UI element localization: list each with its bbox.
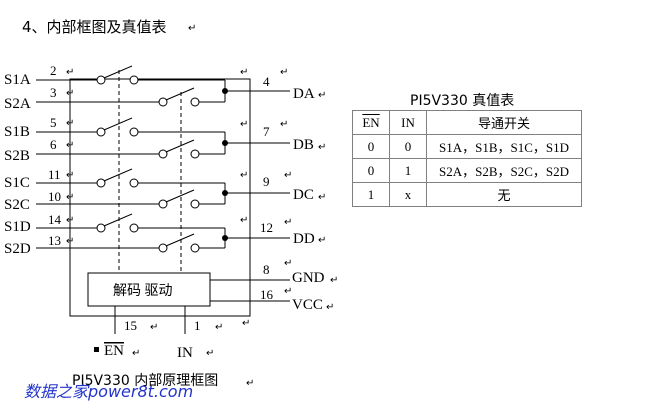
- svg-text:↵: ↵: [318, 142, 326, 153]
- cell-en: 0: [352, 158, 390, 183]
- pin-label-in: IN: [177, 345, 193, 361]
- diagram-caption: PI5V330 内部原理框图: [72, 373, 219, 389]
- pin-number-2: 2: [50, 63, 57, 78]
- pin-label-s1b: S1B: [4, 124, 30, 140]
- svg-text:↵: ↵: [66, 67, 74, 78]
- pin-number-15: 15: [124, 318, 137, 333]
- pin-number-1: 1: [194, 318, 201, 333]
- pin-number-8: 8: [263, 262, 270, 277]
- cell-in: x: [389, 182, 427, 207]
- pin-label-s1c: S1C: [4, 175, 30, 191]
- truth-table-title: PI5V330 真值表: [410, 93, 515, 109]
- svg-text:↵: ↵: [66, 192, 74, 203]
- svg-text:↵: ↵: [326, 302, 334, 313]
- svg-text:↵: ↵: [330, 275, 338, 286]
- svg-text:↵: ↵: [188, 23, 196, 34]
- pin-label-dc: DC: [293, 187, 314, 203]
- header-switch: 导通开关: [426, 110, 582, 135]
- pin-label-s2b: S2B: [4, 148, 30, 164]
- table-row: 0 1 S2A，S2B，S2C，S2D: [352, 158, 582, 183]
- svg-text:↵: ↵: [280, 67, 288, 78]
- pin-label-en: EN: [104, 343, 124, 359]
- pin-number-5: 5: [50, 115, 57, 130]
- table-row: 1 x 无: [352, 182, 582, 207]
- pin-label-s2c: S2C: [4, 197, 30, 213]
- svg-text:↵: ↵: [240, 67, 248, 78]
- junction-dots: [222, 88, 228, 241]
- cell-switch: S2A，S2B，S2C，S2D: [426, 158, 582, 183]
- left-pin-wires: [36, 79, 160, 249]
- cell-in: 1: [389, 158, 427, 183]
- pin-label-s1a: S1A: [4, 72, 31, 88]
- pin-number-12: 12: [260, 220, 273, 235]
- pin-label-s1d: S1D: [4, 219, 31, 235]
- pin-number-11: 11: [48, 167, 61, 182]
- pin-number-14: 14: [48, 212, 62, 227]
- svg-text:↵: ↵: [240, 215, 248, 226]
- watermark: 数据之家power8t.com: [24, 382, 194, 401]
- en-bullet: [94, 347, 99, 352]
- svg-text:↵: ↵: [318, 90, 326, 101]
- svg-text:↵: ↵: [280, 119, 288, 130]
- svg-text:↵: ↵: [240, 170, 248, 181]
- cell-switch: S1A，S1B，S1C，S1D: [426, 134, 582, 159]
- svg-text:↵: ↵: [66, 88, 74, 99]
- svg-text:↵: ↵: [66, 215, 74, 226]
- table-header-row: EN IN 导通开关: [352, 110, 582, 135]
- control-dashed-lines: [118, 70, 182, 273]
- decoder-driver-label: 解码 驱动: [113, 283, 173, 299]
- svg-text:↵: ↵: [246, 378, 254, 389]
- svg-text:↵: ↵: [318, 235, 326, 246]
- power-wires: [210, 279, 290, 302]
- pin-number-9: 9: [263, 174, 270, 189]
- cell-en: 1: [352, 182, 390, 207]
- svg-text:↵: ↵: [66, 118, 74, 129]
- pin-label-vcc: VCC: [292, 297, 323, 313]
- pin-label-da: DA: [293, 86, 315, 102]
- pin-label-s2d: S2D: [4, 241, 31, 257]
- pin-label-dd: DD: [293, 231, 315, 247]
- svg-text:↵: ↵: [318, 192, 326, 203]
- table-row: 0 0 S1A，S1B，S1C，S1D: [352, 134, 582, 159]
- svg-text:↵: ↵: [284, 170, 292, 181]
- svg-text:↵: ↵: [150, 322, 158, 333]
- cell-switch: 无: [426, 182, 582, 207]
- header-en: EN: [352, 110, 390, 135]
- pin-number-6: 6: [50, 137, 57, 152]
- pin-label-s2a: S2A: [4, 96, 31, 112]
- pin-number-16: 16: [260, 287, 274, 302]
- bottom-pin-wires: [114, 306, 186, 334]
- pin-number-4: 4: [263, 74, 270, 89]
- decoder-driver-box: [87, 272, 211, 307]
- truth-table: EN IN 导通开关 0 0 S1A，S1B，S1C，S1D 0 1 S2A，S…: [352, 110, 582, 207]
- svg-text:↵: ↵: [284, 217, 292, 228]
- cell-in: 0: [389, 134, 427, 159]
- cell-en: 0: [352, 134, 390, 159]
- pin-label-db: DB: [293, 137, 314, 153]
- pin-number-13: 13: [48, 233, 61, 248]
- svg-text:↵: ↵: [284, 286, 292, 297]
- svg-text:↵: ↵: [132, 348, 140, 359]
- paragraph-marks: ↵ ↵ ↵ ↵ ↵ ↵ ↵ ↵ ↵ ↵ ↵ ↵ ↵ ↵ ↵ ↵ ↵ ↵ ↵ ↵ ↵ ↵ ↵ ↵ ↵ ↵ ↵…: [66, 23, 338, 389]
- switch-contacts: [96, 75, 200, 253]
- svg-text:↵: ↵: [215, 322, 223, 333]
- svg-text:↵: ↵: [66, 236, 74, 247]
- svg-text:↵: ↵: [66, 170, 74, 181]
- svg-text:↵: ↵: [206, 348, 214, 359]
- pin-number-3: 3: [50, 85, 57, 100]
- section-heading: 4、内部框图及真值表: [22, 18, 167, 36]
- ic-outline: [69, 78, 251, 317]
- header-in: IN: [389, 110, 427, 135]
- pin-label-gnd: GND: [292, 270, 325, 286]
- svg-text:↵: ↵: [66, 140, 74, 151]
- svg-text:↵: ↵: [284, 258, 292, 269]
- switch-blades: [103, 65, 195, 247]
- svg-text:↵: ↵: [242, 318, 250, 329]
- svg-text:↵: ↵: [240, 119, 248, 130]
- pin-number-7: 7: [263, 124, 270, 139]
- pin-number-10: 10: [48, 189, 61, 204]
